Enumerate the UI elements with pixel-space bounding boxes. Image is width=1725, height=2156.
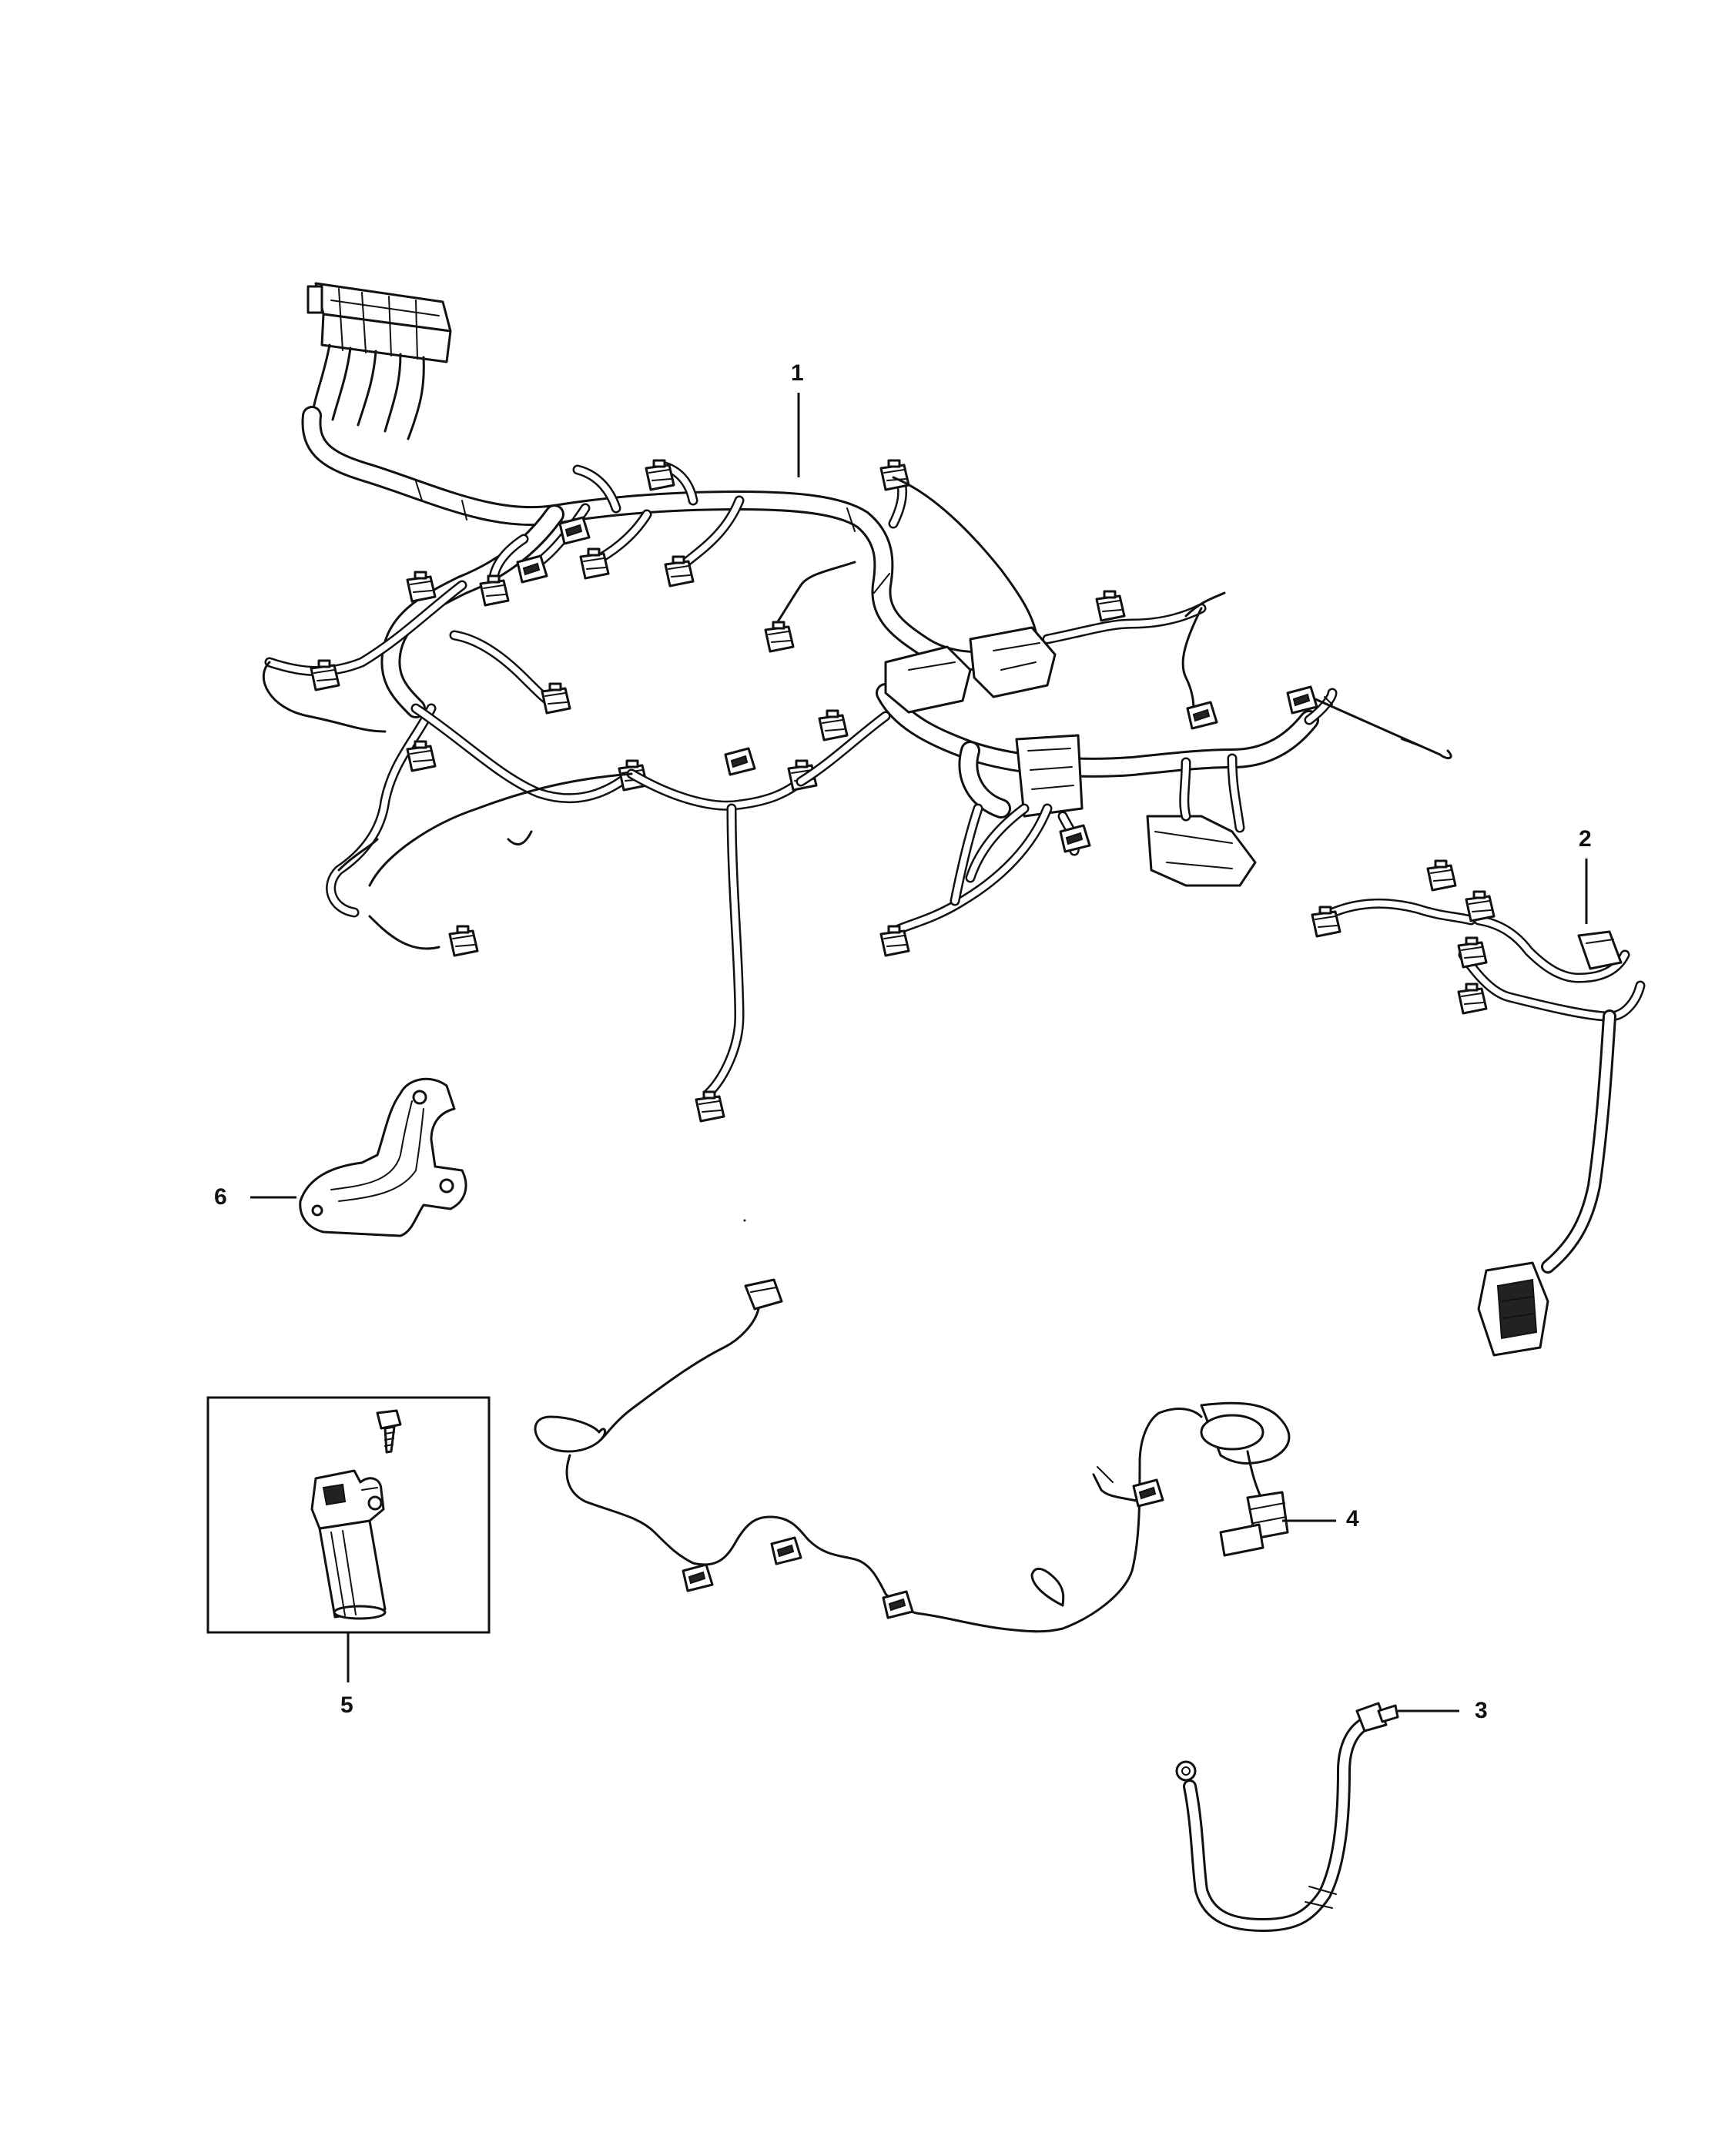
callout-1: 1 [791,360,804,386]
connector-repair-kit [206,1396,491,1682]
central-junction [884,626,1084,818]
engine-wiring-harness [262,282,1452,1123]
fuse-block [306,282,452,363]
ground-cable [1175,1702,1459,1932]
callout-2: 2 [1579,826,1592,852]
mounting-bracket [250,1077,467,1237]
sensor-wiring-harness [534,1278,1336,1633]
callout-4: 4 [1346,1506,1359,1532]
callout-3: 3 [1475,1698,1488,1723]
callout-6: 6 [214,1184,227,1210]
jumper-wiring-harness [1311,859,1646,1357]
callout-5: 5 [340,1692,353,1718]
